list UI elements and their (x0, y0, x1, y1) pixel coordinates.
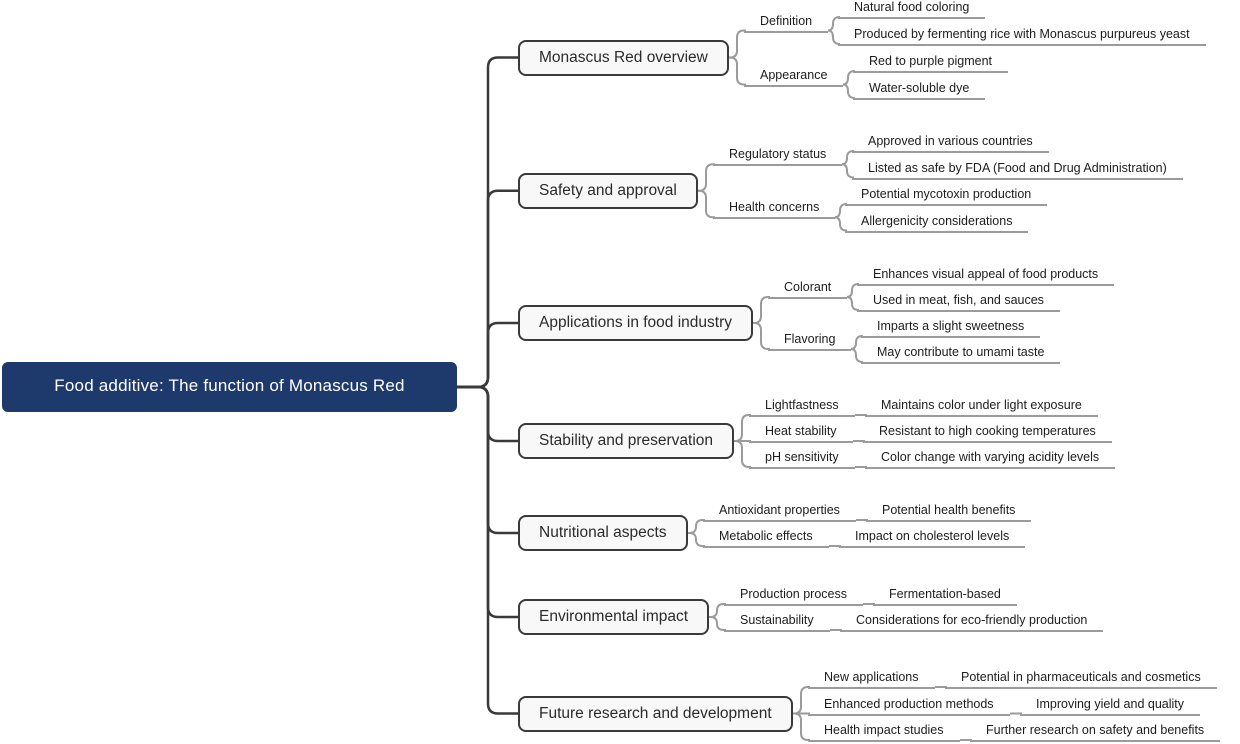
connector (842, 83, 855, 99)
leaf-node[interactable]: Impact on cholesterol levels (839, 528, 1026, 548)
leaf-node[interactable]: Further research on safety and benefits (970, 722, 1221, 742)
sub-topic-node[interactable]: Health concerns (713, 199, 836, 220)
connector (846, 296, 859, 311)
root-node[interactable]: Food additive: The function of Monascus … (2, 362, 457, 412)
connector (688, 532, 705, 547)
connector (698, 189, 715, 219)
sub-topic-node[interactable]: Production process (724, 586, 864, 606)
sub-topic-node[interactable]: Regulatory status (713, 146, 843, 167)
sub-topic-node[interactable]: Antioxidant properties (703, 502, 856, 522)
branch-node-4[interactable]: Stability and preservation (518, 423, 735, 459)
sub-topic-node[interactable]: Colorant (768, 279, 848, 299)
connector (842, 70, 855, 86)
connector (846, 283, 859, 298)
connector (457, 385, 518, 715)
leaf-node[interactable]: Improving yield and quality (1020, 696, 1200, 716)
connector (827, 16, 840, 32)
sub-topic-node[interactable]: Appearance (744, 67, 844, 87)
sub-topic-node[interactable]: Heat stability (749, 423, 853, 443)
leaf-node[interactable]: Red to purple pigment (853, 53, 1008, 73)
branch-node-7[interactable]: Future research and development (518, 695, 793, 732)
connector (841, 150, 854, 166)
leaf-node[interactable]: Fermentation-based (873, 586, 1017, 606)
sub-topic-node[interactable]: Flavoring (768, 331, 852, 351)
leaf-node[interactable]: Allergenicity considerations (845, 213, 1029, 233)
leaf-node[interactable]: Considerations for eco-friendly producti… (840, 612, 1104, 632)
connector (734, 440, 751, 468)
leaf-node[interactable]: Potential mycotoxin production (845, 186, 1048, 206)
sub-topic-node[interactable]: Definition (744, 13, 829, 33)
leaf-node[interactable]: Imparts a slight sweetness (861, 318, 1041, 338)
sub-topic-node[interactable]: New applications (808, 669, 935, 689)
leaf-node[interactable]: Used in meat, fish, and sauces (857, 292, 1060, 312)
leaf-node[interactable]: Produced by fermenting rice with Monascu… (838, 26, 1206, 46)
leaf-node[interactable]: Approved in various countries (852, 133, 1049, 153)
sub-topic-node[interactable]: Health impact studies (808, 722, 960, 742)
connector (709, 616, 726, 631)
connector (753, 322, 770, 350)
branch-node-1[interactable]: Monascus Red overview (518, 39, 729, 76)
connector (457, 321, 518, 389)
sub-topic-node[interactable]: pH sensitivity (749, 449, 855, 469)
leaf-node[interactable]: Water-soluble dye (853, 80, 986, 100)
connector (729, 56, 746, 86)
connector (834, 216, 847, 232)
leaf-node[interactable]: Resistant to high cooking temperatures (863, 423, 1112, 443)
branch-node-5[interactable]: Nutritional aspects (518, 515, 688, 551)
leaf-node[interactable]: Potential in pharmaceuticals and cosmeti… (945, 669, 1217, 689)
leaf-node[interactable]: Natural food coloring (838, 0, 986, 19)
leaf-node[interactable]: Enhances visual appeal of food products (857, 266, 1115, 286)
leaf-node[interactable]: Listed as safe by FDA (Food and Drug Adm… (852, 160, 1183, 180)
connector (698, 163, 715, 192)
connector (729, 29, 746, 59)
connector (850, 348, 863, 363)
sub-topic-node[interactable]: Metabolic effects (703, 528, 829, 548)
connector (753, 296, 770, 324)
sub-topic-node[interactable]: Lightfastness (749, 397, 855, 417)
sub-topic-node[interactable]: Sustainability (724, 612, 830, 632)
connector (827, 29, 840, 45)
branch-node-2[interactable]: Safety and approval (518, 172, 698, 209)
connector (834, 203, 847, 219)
leaf-node[interactable]: Potential health benefits (866, 502, 1032, 522)
branch-node-3[interactable]: Applications in food industry (518, 305, 754, 341)
connector (841, 163, 854, 179)
leaf-node[interactable]: Color change with varying acidity levels (865, 449, 1116, 469)
connector (793, 712, 810, 741)
leaf-node[interactable]: May contribute to umami taste (861, 344, 1061, 364)
sub-topic-node[interactable]: Enhanced production methods (808, 696, 1010, 716)
branch-node-6[interactable]: Environmental impact (518, 599, 710, 635)
leaf-node[interactable]: Maintains color under light exposure (865, 397, 1098, 417)
connector (850, 335, 863, 350)
